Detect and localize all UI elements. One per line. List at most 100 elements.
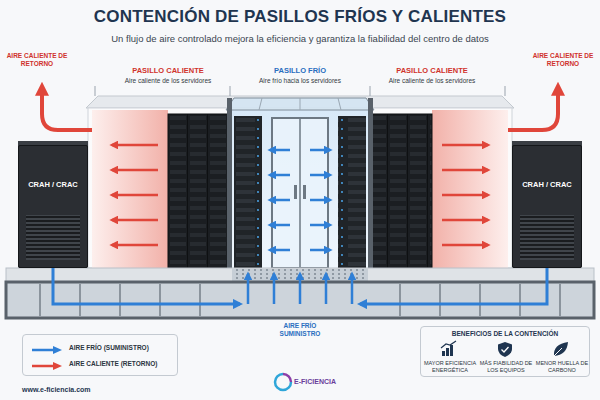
cold-air-arrow <box>270 249 290 252</box>
hot-air-arrow <box>112 194 158 197</box>
floor-post <box>39 284 41 316</box>
tick-line <box>370 86 371 96</box>
roof-panel-line <box>300 98 301 110</box>
aisle-name: PASILLO CALIENTE <box>113 66 223 75</box>
room-wall <box>88 108 512 268</box>
benefits-panel: BENEFICIOS DE LA CONTENCIÓN MAYOR EFICIEN… <box>420 326 590 377</box>
hot-air-arrow <box>112 219 158 222</box>
unit-grille <box>520 215 574 260</box>
unit-label: CRAH / CRAC <box>522 180 572 189</box>
floor-post <box>439 284 441 316</box>
cold-aisle <box>228 110 372 268</box>
containment-roof <box>226 98 374 110</box>
cold-air-arrow <box>270 224 290 227</box>
cold-air-arrow <box>310 149 330 152</box>
chart-icon <box>441 341 456 348</box>
aisle-name: PASILLO CALIENTE <box>377 66 487 75</box>
diagram-title: CONTENCIÓN DE PASILLOS FRÍOS Y CALIENTES <box>94 7 506 27</box>
hot-air-arrow <box>112 244 158 247</box>
frame-post <box>368 98 373 268</box>
supply-air-arrow <box>299 274 302 304</box>
supply-air-arrow <box>325 274 328 304</box>
floor-post <box>159 284 161 316</box>
logo-mark <box>283 374 291 382</box>
return-air-label: AIRE CALIENTE DE RETORNO <box>6 52 68 68</box>
cold-air-arrow <box>310 249 330 252</box>
chart-icon <box>450 345 453 356</box>
unit-label: CRAH / CRAC <box>28 180 78 189</box>
shield-check <box>502 347 509 352</box>
logo-text: E-FICIENCIA <box>294 378 374 386</box>
cold-air-arrow <box>310 199 330 202</box>
supply-air-arrow <box>351 274 354 304</box>
server-rack-front <box>338 116 366 268</box>
floor-post <box>119 284 121 316</box>
website-url: www.e-ficiencia.com <box>22 386 162 394</box>
return-air-arrow <box>42 86 92 130</box>
roof-panel-line <box>259 98 262 110</box>
floor-post <box>519 284 521 316</box>
benefit-text: MENOR HUELLA DE CARBONO <box>534 360 590 373</box>
cold-air-arrow <box>310 174 330 177</box>
floor-post <box>79 284 81 316</box>
containment-door <box>272 118 328 268</box>
subtitle: Un flujo de aire controlado mejora la ef… <box>0 33 600 44</box>
door-split <box>299 118 301 268</box>
floor-post <box>199 284 201 316</box>
tick-line <box>505 86 506 96</box>
floor-post <box>399 284 401 316</box>
supply-air-label: AIRE FRÍO SUMINISTRO <box>270 322 330 338</box>
legend-arrow-shaft <box>32 365 55 368</box>
return-air-arrow <box>508 86 558 130</box>
panel-heading: BENEFICIOS DE LA CONTENCIÓN <box>452 330 558 338</box>
supply-air-arrow <box>273 274 276 304</box>
hot-aisle-right <box>432 110 508 268</box>
cold-air-arrow <box>310 224 330 227</box>
tick-line <box>230 86 231 96</box>
crah-body <box>18 145 88 268</box>
door-handle <box>294 185 297 199</box>
door-handle <box>303 185 306 199</box>
chart-icon <box>442 351 445 356</box>
benefit-text: MAYOR EFICIENCIA ENERGÉTICA <box>422 360 478 373</box>
supply-air-arrow <box>247 274 250 304</box>
hot-air-arrow <box>442 219 488 222</box>
legend-arrow-head <box>53 346 62 354</box>
legend-arrow-shaft <box>32 349 55 352</box>
floor-post <box>559 284 561 316</box>
floor-post <box>479 284 481 316</box>
frame-post <box>227 98 232 268</box>
rack-row-left <box>168 114 228 268</box>
unit-grille <box>26 215 80 260</box>
hot-air-arrow <box>112 169 158 172</box>
crah-body <box>512 145 582 268</box>
hot-air-arrow <box>442 144 488 147</box>
crah-unit: CRAH / CRAC <box>512 145 582 268</box>
supply-air-flow <box>53 268 240 304</box>
leaf-vein <box>552 348 562 358</box>
cold-air-arrow <box>270 199 290 202</box>
legend-text: AIRE FRÍO (SUMINISTRO) <box>69 344 149 352</box>
aisle-note: Aire caliente de los servidores <box>377 77 487 85</box>
hot-air-arrow <box>442 169 488 172</box>
legend-arrow <box>31 345 63 355</box>
roof-panel-line <box>338 98 341 110</box>
return-air-label: AIRE CALIENTE DE RETORNO <box>532 52 594 68</box>
benefit-text: MÁS FIABILIDAD DE LOS EQUIPOS <box>478 360 534 373</box>
legend-box: AIRE FRÍO (SUMINISTRO)AIRE CALIENTE (RET… <box>22 334 178 376</box>
hot-air-arrow <box>442 194 488 197</box>
hot-aisle-left <box>92 110 168 268</box>
aisle-note: Aire caliente de los servidores <box>113 77 223 85</box>
tick-line <box>95 86 96 96</box>
legend-arrow <box>31 361 63 371</box>
server-rack-front <box>234 116 262 268</box>
hot-air-arrow <box>442 244 488 247</box>
aisle-note: Aire frío hacia los servidores <box>245 77 355 85</box>
chart-icon <box>446 348 449 356</box>
hot-air-arrow <box>112 144 158 147</box>
cold-air-arrow <box>270 149 290 152</box>
shield-icon <box>498 342 512 357</box>
